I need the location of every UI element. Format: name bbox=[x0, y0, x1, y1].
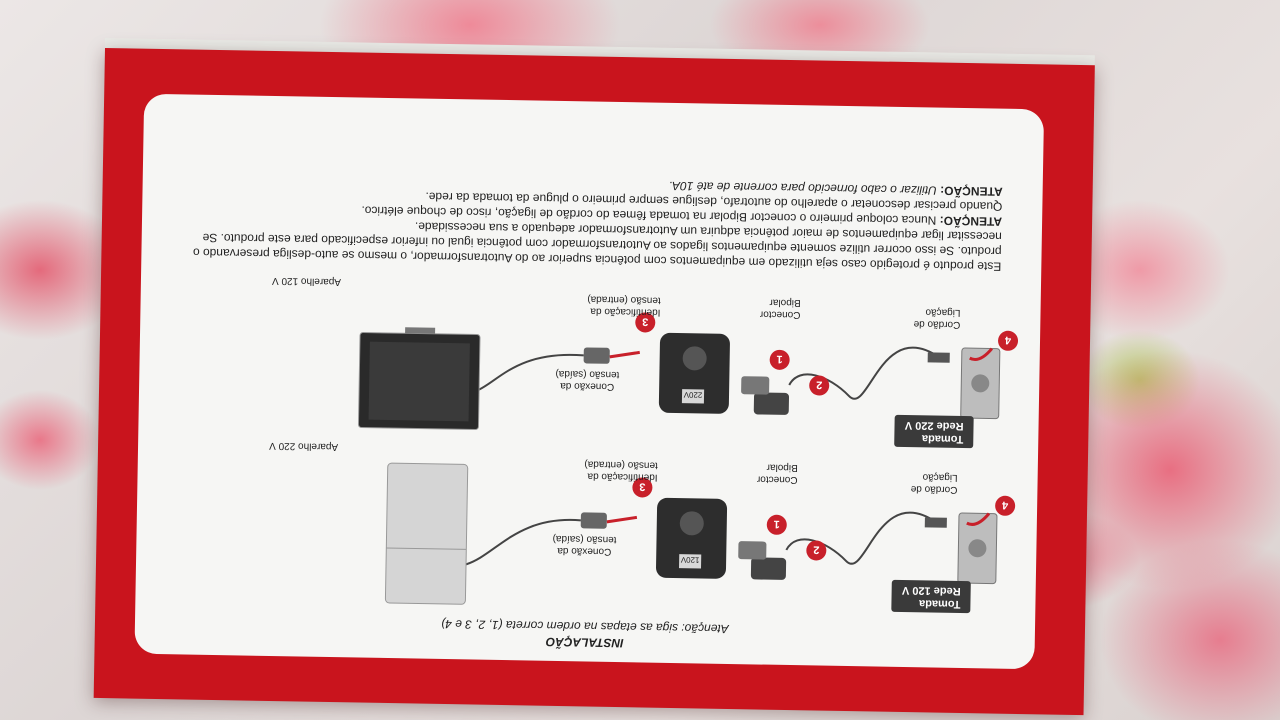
step-3-marker bbox=[632, 477, 653, 498]
voltage-window-text: 120V bbox=[680, 555, 700, 564]
step-4-text: 4 bbox=[1001, 499, 1008, 511]
diagram-1-illustration: 4 2 1 bbox=[384, 462, 1016, 605]
step-2-marker bbox=[809, 375, 830, 396]
instruction-content: INSTALAÇÃO Atenção: siga as etapas na or… bbox=[134, 94, 1044, 670]
svg-text:2: 2 bbox=[816, 378, 822, 390]
svg-text:2: 2 bbox=[813, 543, 819, 555]
step-1-marker bbox=[769, 349, 790, 370]
step-4-marker bbox=[995, 495, 1016, 516]
power-cord bbox=[788, 346, 941, 400]
bipolar-plug bbox=[741, 376, 770, 395]
svg-text:3: 3 bbox=[642, 315, 648, 327]
autotransformer bbox=[656, 497, 728, 579]
instruction-panel: INSTALAÇÃO Atenção: siga as etapas na or… bbox=[134, 93, 1045, 670]
voltage-window-text: 220V bbox=[683, 390, 703, 399]
bipolar-plug bbox=[738, 541, 767, 560]
svg-text:3: 3 bbox=[639, 480, 645, 492]
step-4-marker bbox=[998, 330, 1019, 351]
instruction-text: Este produto é protegido caso seja utili… bbox=[171, 169, 1003, 274]
svg-text:1: 1 bbox=[777, 353, 783, 365]
warning-label: ATENÇÃO: bbox=[940, 183, 1003, 199]
power-cord bbox=[785, 511, 938, 565]
diagram-120v-outlet: 4 2 1 bbox=[135, 429, 1038, 625]
diagram-220v-outlet: 4 2 1 220V bbox=[138, 264, 1041, 460]
product-box: INSTALAÇÃO Atenção: siga as etapas na or… bbox=[93, 48, 1095, 716]
diagram-2-illustration: 4 2 1 220V bbox=[357, 312, 1019, 431]
cord-female-plug bbox=[750, 557, 787, 580]
cord-female-plug bbox=[753, 392, 790, 415]
svg-text:1: 1 bbox=[774, 518, 780, 530]
step-3-marker bbox=[635, 312, 656, 333]
svg-text:4: 4 bbox=[1004, 334, 1011, 346]
warning-label: ATENÇÃO: bbox=[939, 213, 1003, 229]
step-2-marker bbox=[806, 540, 827, 561]
step-1-marker bbox=[766, 514, 787, 535]
device-voltage-label: Aparelho 120 V bbox=[271, 274, 342, 288]
refrigerator bbox=[384, 462, 469, 605]
autotransformer bbox=[658, 332, 730, 414]
